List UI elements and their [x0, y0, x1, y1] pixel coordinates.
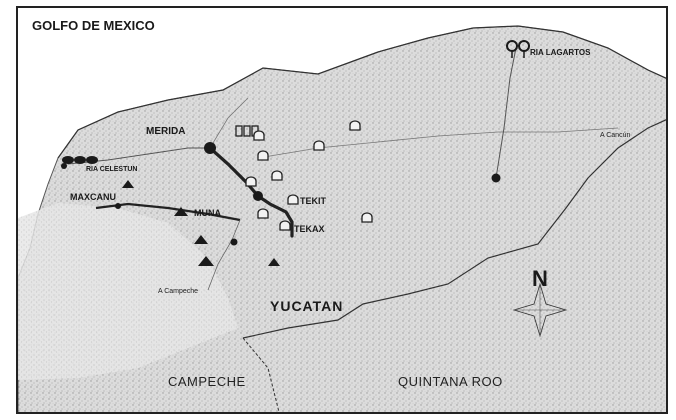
region-label-quintana-roo: QUINTANA ROO — [398, 374, 503, 389]
church-icon — [287, 194, 299, 205]
church-icon — [245, 176, 257, 187]
yucatan-map — [18, 25, 666, 412]
church-icon — [253, 130, 265, 141]
pyramid-icon — [198, 256, 214, 266]
direction-label-cancun: A Cancún — [600, 132, 631, 139]
church-icon — [271, 170, 283, 181]
church-icon — [349, 120, 361, 131]
church-icon — [361, 212, 373, 223]
church-icon — [313, 140, 325, 151]
direction-label-campeche: A Campeche — [158, 288, 199, 295]
flamingo-icon-celestun — [62, 156, 98, 164]
city-label-ria-lagartos: RIA LAGARTOS — [530, 48, 591, 57]
road-merida-north — [209, 97, 249, 149]
city-dot-merida — [204, 142, 216, 154]
sea-label: GOLFO DE MEXICO — [32, 18, 155, 33]
city-dot-tekit — [253, 191, 263, 201]
city-label-tekit: TEKIT — [300, 196, 326, 206]
city-label-tekax: TEKAX — [294, 224, 325, 234]
map-frame: GOLFO DE MEXICO MERIDA MAXCANU MUNA TEKI… — [16, 6, 668, 414]
church-icon — [257, 208, 269, 219]
city-dot-celestun — [61, 163, 67, 169]
compass-rose-icon — [512, 282, 568, 338]
church-icon — [257, 150, 269, 161]
road-ria-lagartos — [495, 47, 517, 179]
pyramid-icon — [122, 180, 134, 188]
compass-north-label: N — [532, 266, 548, 291]
state-border-south — [242, 337, 280, 412]
state-label: YUCATAN — [270, 298, 344, 314]
pyramid-icon — [268, 258, 280, 266]
city-dot-south — [230, 238, 238, 246]
coast-line — [57, 25, 666, 159]
city-label-merida: MERIDA — [146, 126, 186, 137]
city-dot-east — [491, 173, 501, 183]
road-merida-tekax — [208, 146, 294, 238]
city-label-ria-celestun: RIA CELESTUN — [86, 166, 138, 173]
campeche-area — [18, 203, 238, 380]
pyramid-icon — [174, 207, 188, 216]
pyramid-icon — [194, 235, 208, 244]
road-muna-campeche — [207, 219, 241, 291]
city-label-muna: MUNA — [194, 208, 221, 218]
church-icon — [279, 220, 291, 231]
state-border — [242, 119, 666, 339]
flamingo-icon-lagartos — [506, 40, 530, 58]
city-label-maxcanu: MAXCANU — [70, 192, 116, 202]
region-label-campeche: CAMPECHE — [168, 374, 246, 389]
city-dot-maxcanu — [115, 203, 121, 209]
